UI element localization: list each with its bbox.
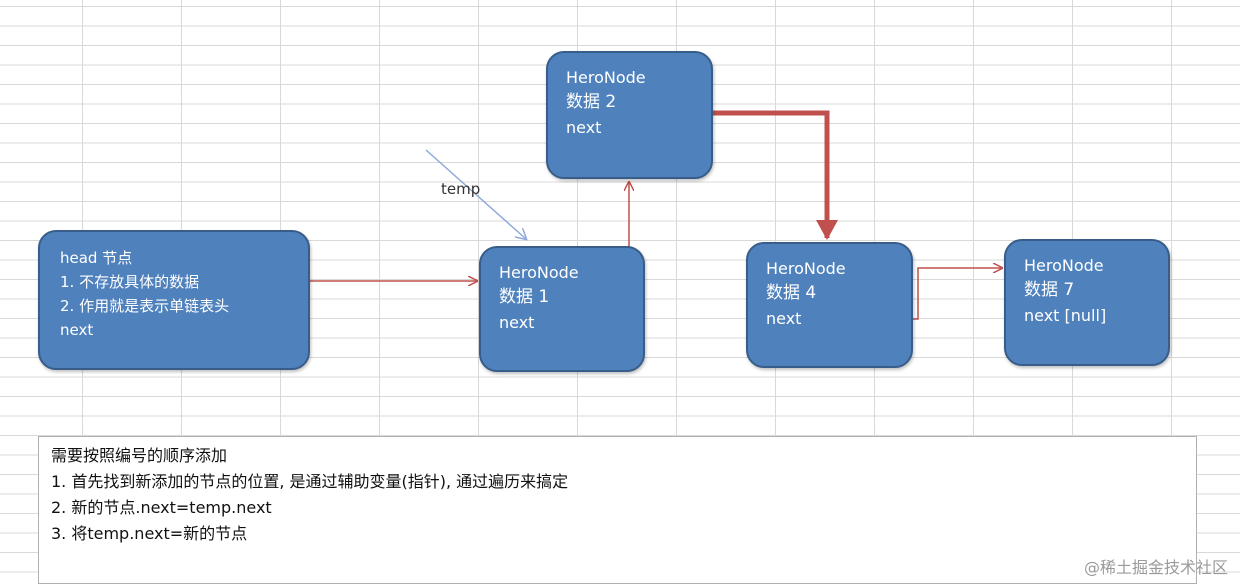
notes-heading: 需要按照编号的顺序添加 [51,446,228,465]
node7-next: next [null] [1024,306,1107,325]
hero-node-7: HeroNode 数据 7 next [null] [1004,239,1170,366]
watermark: @稀土掘金技术社区 [1083,558,1228,577]
node1-title: HeroNode [499,263,579,282]
head-node-desc-1: 1. 不存放具体的数据 [60,273,200,291]
arrow-node2-to-node4 [712,110,838,240]
hero-node-2: HeroNode 数据 2 next [546,51,713,179]
head-node-title: head 节点 [60,249,133,267]
node2-title: HeroNode [566,68,646,87]
notes-step-2: 2. 新的节点.next=temp.next [51,498,272,517]
node7-data: 数据 7 [1024,280,1075,300]
head-node-next: next [60,321,94,339]
hero-node-4: HeroNode 数据 4 next [746,242,913,368]
head-node: head 节点 1. 不存放具体的数据 2. 作用就是表示单链表头 next [38,230,310,370]
temp-label: temp [441,180,481,198]
hero-node-1: HeroNode 数据 1 next [479,246,645,372]
node4-title: HeroNode [766,259,846,278]
node2-data: 数据 2 [566,92,617,112]
notes-step-1: 1. 首先找到新添加的节点的位置, 是通过辅助变量(指针), 通过遍历来搞定 [51,472,569,491]
notes-box: 需要按照编号的顺序添加 1. 首先找到新添加的节点的位置, 是通过辅助变量(指针… [38,436,1197,584]
node2-next: next [566,118,602,137]
node4-next: next [766,309,802,328]
node1-data: 数据 1 [499,287,550,307]
node7-title: HeroNode [1024,256,1104,275]
node1-next: next [499,313,535,332]
head-node-desc-2: 2. 作用就是表示单链表头 [60,297,230,315]
node4-data: 数据 4 [766,283,817,303]
notes-step-3: 3. 将temp.next=新的节点 [51,524,248,543]
temp-pointer-arrow [425,149,526,239]
